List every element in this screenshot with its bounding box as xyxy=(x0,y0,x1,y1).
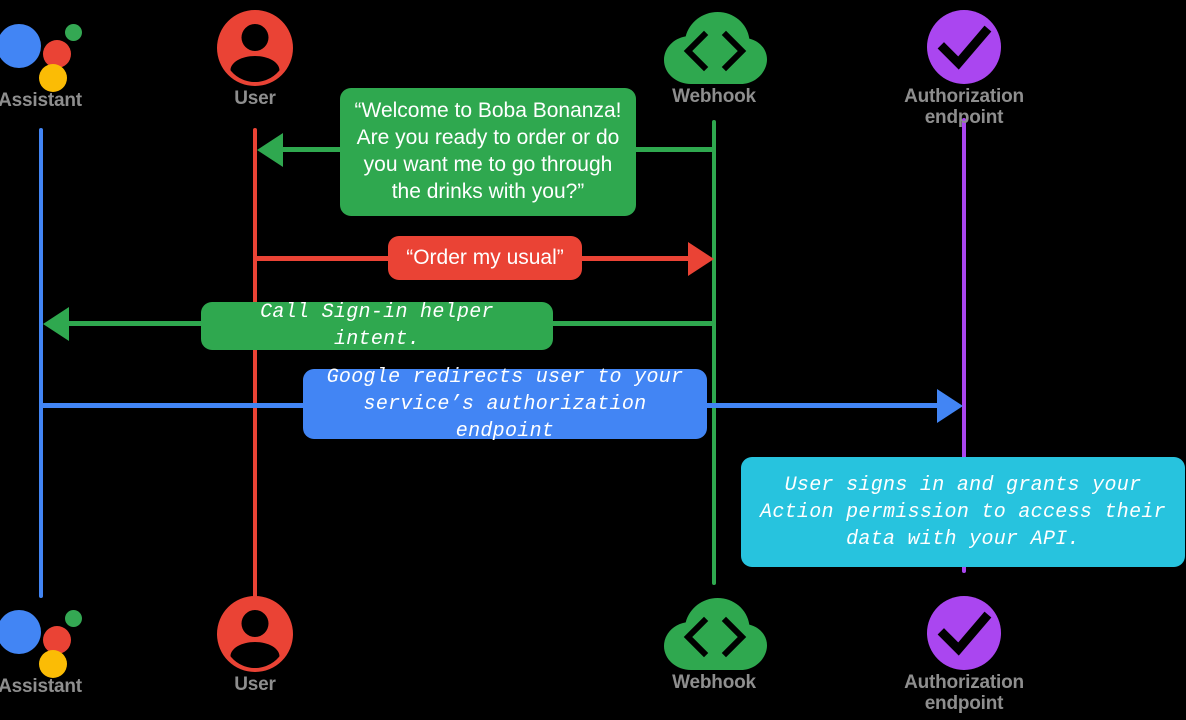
actor-label-assistant-top: Assistant xyxy=(0,90,82,111)
actor-webhook-bottom: Webhook xyxy=(614,594,814,693)
lifeline-webhook xyxy=(712,120,716,585)
lifeline-authorization xyxy=(962,118,966,573)
arrow-head-order xyxy=(688,242,714,276)
actor-label-webhook-top: Webhook xyxy=(672,86,756,107)
assistant-dot-yellow xyxy=(39,64,67,92)
purple-checkmark-icon xyxy=(927,10,1001,84)
google-assistant-dots-icon-bottom xyxy=(0,596,85,678)
arrow-head-signin xyxy=(43,307,69,341)
arrow-head-redirect xyxy=(937,389,963,423)
purple-checkmark-icon-bottom xyxy=(927,596,1001,670)
actor-webhook-top: Webhook xyxy=(614,8,814,107)
assistant-dot-blue-bottom xyxy=(0,610,41,654)
actor-assistant-top: Assistant xyxy=(0,10,140,111)
actor-label-authorization-bottom: Authorization endpoint xyxy=(904,672,1024,715)
arrow-head-welcome xyxy=(257,133,283,167)
actor-user-bottom: User xyxy=(155,594,355,695)
actor-label-assistant-bottom: Assistant xyxy=(0,676,82,697)
assistant-dot-blue xyxy=(0,24,41,68)
actor-authorization-top: Authorization endpoint xyxy=(864,8,1064,129)
actor-label-webhook-bottom: Webhook xyxy=(672,672,756,693)
message-bubble-grant-permission: User signs in and grants your Action per… xyxy=(741,457,1185,567)
actor-user-top: User xyxy=(155,8,355,109)
actor-authorization-bottom: Authorization endpoint xyxy=(864,594,1064,715)
assistant-dot-green-bottom xyxy=(65,610,82,627)
message-bubble-signin: Call Sign-in helper intent. xyxy=(201,301,553,351)
actor-assistant-bottom: Assistant xyxy=(0,596,140,697)
message-text-signin: Call Sign-in helper intent. xyxy=(260,301,494,351)
message-text-grant-permission: User signs in and grants your Action per… xyxy=(760,473,1166,551)
message-bubble-redirect: Google redirects user to your service’s … xyxy=(303,366,707,443)
message-text-welcome: “Welcome to Boba Bonanza! Are you ready … xyxy=(354,99,622,203)
cloud-code-icon-bottom xyxy=(664,598,767,670)
lifeline-user xyxy=(253,128,257,598)
assistant-dot-green xyxy=(65,24,82,41)
assistant-dot-red xyxy=(43,40,71,68)
user-avatar-icon xyxy=(217,10,293,86)
google-assistant-dots-icon xyxy=(0,10,85,92)
assistant-dot-red-bottom xyxy=(43,626,71,654)
message-text-redirect: Google redirects user to your service’s … xyxy=(326,365,684,443)
actor-label-user-bottom: User xyxy=(234,674,276,695)
lifeline-assistant xyxy=(39,128,43,598)
actor-label-user-top: User xyxy=(234,88,276,109)
user-avatar-icon-bottom xyxy=(217,596,293,672)
message-bubble-welcome: “Welcome to Boba Bonanza! Are you ready … xyxy=(340,88,636,216)
actor-label-authorization-top: Authorization endpoint xyxy=(904,86,1024,129)
cloud-code-icon xyxy=(664,12,767,84)
assistant-dot-yellow-bottom xyxy=(39,650,67,678)
message-text-order: “Order my usual” xyxy=(406,245,564,269)
message-bubble-order: “Order my usual” xyxy=(388,236,582,280)
